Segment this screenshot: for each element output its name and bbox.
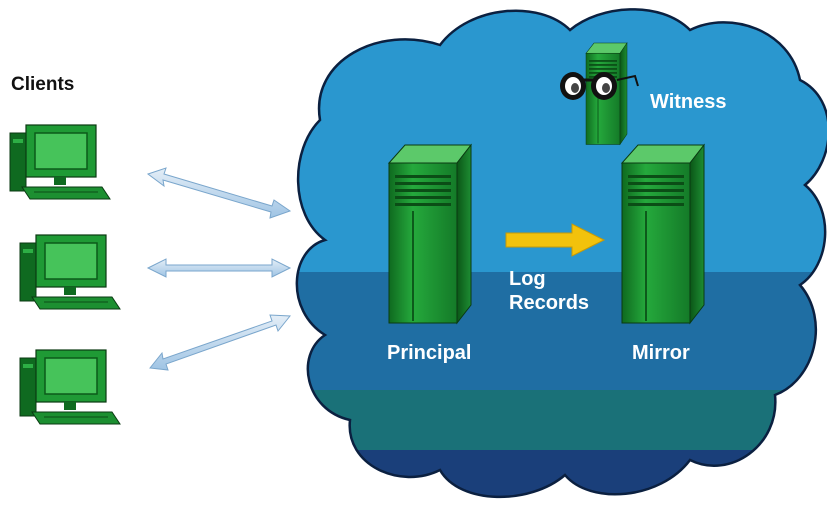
network-cloud xyxy=(295,8,827,499)
principal-label: Principal xyxy=(387,342,472,364)
log-records-label: Log Records xyxy=(509,267,589,315)
client-computer-3-icon xyxy=(19,349,121,425)
client-arrow-2-icon xyxy=(146,258,292,278)
witness-label: Witness xyxy=(650,91,727,113)
log-records-line-1: Log xyxy=(509,268,546,290)
client-computer-1-icon xyxy=(9,124,111,200)
client-computer-2-icon xyxy=(19,234,121,310)
principal-server-icon xyxy=(388,144,472,324)
client-arrow-3-icon xyxy=(149,314,292,371)
client-arrow-1-icon xyxy=(146,167,292,219)
log-records-arrow-icon xyxy=(505,223,606,257)
binoculars-icon xyxy=(560,72,639,100)
log-records-line-2: Records xyxy=(509,292,590,314)
clients-label: Clients xyxy=(11,74,75,95)
mirror-label: Mirror xyxy=(632,342,690,364)
mirror-server-icon xyxy=(621,144,705,324)
